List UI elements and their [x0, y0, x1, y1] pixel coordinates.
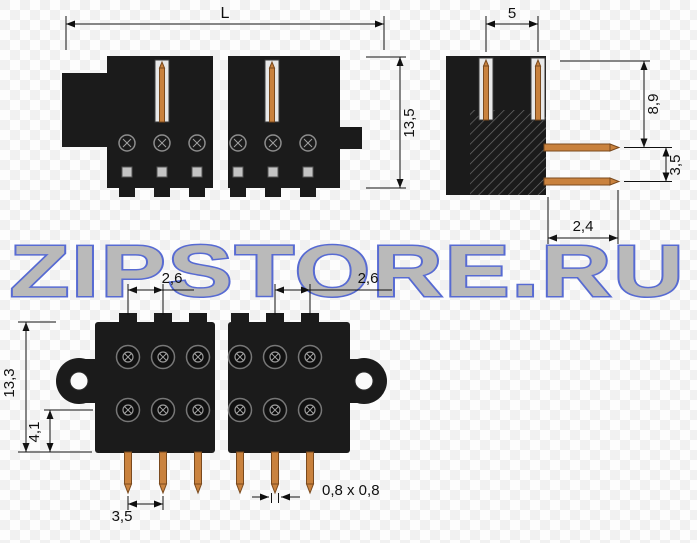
dim-pin-offset-side: 2,4 [547, 190, 619, 244]
dim-pin-offset-side-label: 2,4 [573, 218, 594, 235]
dim-pitch-right: 2,6 [274, 270, 392, 315]
dim-pin-pitch-bottom: 3,5 [112, 496, 164, 525]
side-right-pin-lower [543, 177, 621, 186]
dim-pin-height-label: 8,9 [645, 94, 662, 115]
dim-pin-cross-section-label: 0,8 x 0,8 [322, 482, 380, 499]
side-body-hatch [470, 110, 546, 195]
dim-pitch-left: 2,6 [127, 270, 194, 315]
dim-body-height-label: 13,3 [1, 368, 18, 397]
dim-row-spacing: 3,5 [624, 147, 684, 182]
bottom-body-left [95, 322, 215, 453]
front-solder-pads [121, 166, 314, 178]
solder-pins-right [236, 451, 314, 494]
dim-pitch-left-label: 2,6 [162, 270, 183, 287]
front-pin-slot-right [264, 59, 280, 123]
bottom-view [56, 313, 387, 494]
dim-side-pitch: 5 [485, 5, 539, 52]
dim-pin-cross-section: 0,8 x 0,8 [252, 482, 380, 503]
side-top-pin-1 [478, 57, 494, 121]
bottom-top-tabs [119, 313, 319, 323]
front-view [62, 56, 362, 197]
dim-length: L [65, 5, 385, 50]
front-left-flange [62, 73, 108, 147]
dim-body-height: 13,3 [1, 321, 92, 453]
front-feet [119, 188, 316, 197]
dim-pin-row-offset-label: 4,1 [26, 422, 43, 443]
dim-pitch-right-label: 2,6 [358, 270, 379, 287]
bottom-body-right [228, 322, 350, 453]
side-right-pin-upper [543, 143, 621, 152]
dim-front-height: 13,5 [366, 56, 418, 189]
front-right-tab [340, 127, 362, 149]
side-view [446, 56, 621, 195]
solder-pins-left [124, 451, 202, 494]
dim-side-pitch-label: 5 [508, 5, 516, 22]
watermark-text: ZIPSTORE.RU [10, 232, 686, 312]
dim-pin-pitch-bottom-label: 3,5 [112, 508, 133, 525]
side-top-pin-2 [530, 57, 546, 121]
dim-front-height-label: 13,5 [401, 108, 418, 137]
front-pin-slot-left [154, 59, 170, 123]
dim-pin-height: 8,9 [560, 60, 672, 148]
front-body-right [228, 56, 340, 188]
dim-length-label: L [221, 5, 230, 22]
dim-pin-row-offset: 4,1 [26, 409, 93, 452]
dim-row-spacing-label: 3,5 [667, 155, 684, 176]
